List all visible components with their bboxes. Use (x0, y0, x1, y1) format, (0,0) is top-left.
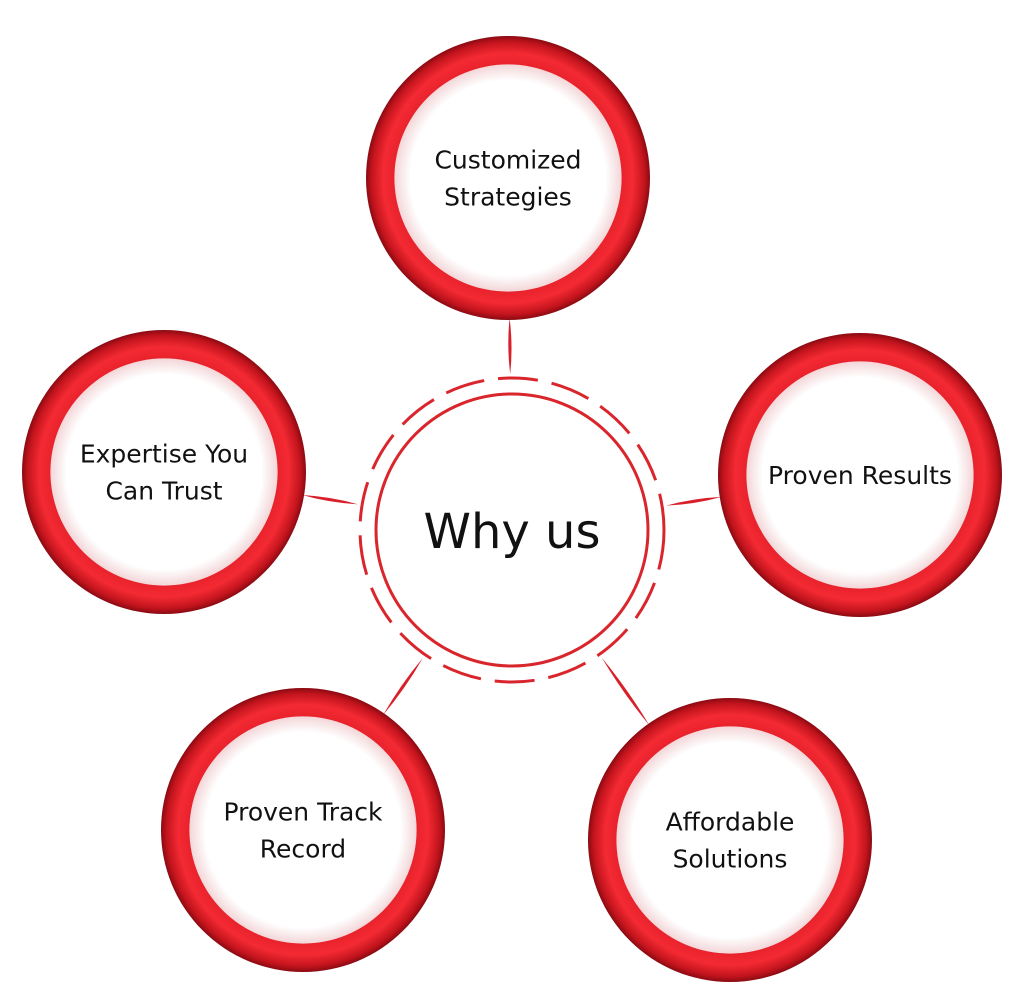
node-label-expertise-you-can-trust: Expertise You (80, 440, 248, 469)
node-inner-proven-track-record (189, 716, 417, 944)
center-hub: Why us (358, 376, 666, 684)
node-inner-customized-strategies (394, 64, 622, 292)
center-label: Why us (424, 504, 601, 560)
node-inner-affordable-solutions (616, 726, 844, 954)
node-label-expertise-you-can-trust: Can Trust (105, 477, 222, 506)
connector-lines (302, 317, 722, 726)
node-label-proven-track-record: Record (260, 835, 346, 864)
node-label-proven-results: Proven Results (768, 461, 952, 490)
node-label-proven-track-record: Proven Track (223, 798, 383, 827)
node-inner-expertise-you-can-trust (50, 358, 278, 586)
node-label-affordable-solutions: Affordable (666, 808, 795, 837)
center-dashed-ring (358, 376, 666, 684)
node-inner-proven-results (746, 361, 974, 589)
connector-proven-results (666, 496, 722, 506)
center-inner-circle (374, 392, 650, 668)
node-label-customized-strategies: Customized (434, 146, 581, 175)
connector-expertise-you-can-trust (302, 495, 359, 505)
connector-proven-track-record (383, 658, 423, 716)
connector-customized-strategies (508, 317, 512, 375)
node-label-customized-strategies: Strategies (444, 183, 572, 212)
node-proven-results: Proven Results (718, 333, 1002, 617)
connector-affordable-solutions (601, 657, 650, 726)
node-label-affordable-solutions: Solutions (673, 845, 788, 874)
